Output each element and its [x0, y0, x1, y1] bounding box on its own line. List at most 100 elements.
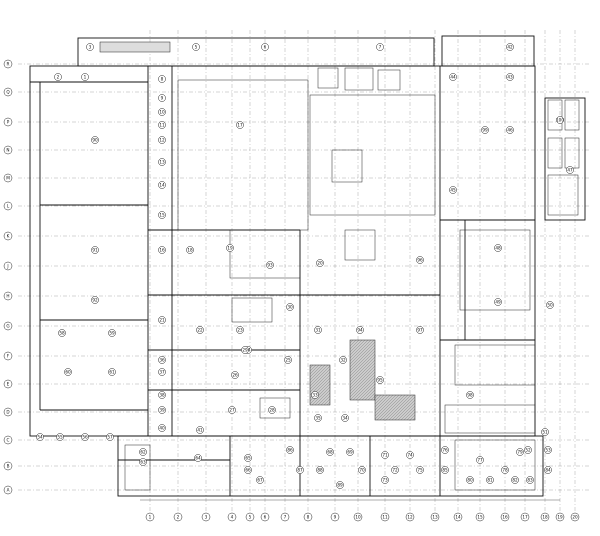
svg-text:31: 31	[315, 328, 321, 333]
room-number-marker: 100	[556, 116, 564, 124]
room-number-marker: 47	[566, 166, 574, 174]
room-number-marker: 5	[192, 43, 200, 51]
room-number-marker: 26	[231, 371, 239, 379]
svg-text:16: 16	[502, 515, 508, 520]
svg-text:54: 54	[37, 435, 43, 440]
svg-text:19: 19	[227, 246, 233, 251]
room-number-marker: 84	[544, 466, 552, 474]
svg-text:77: 77	[477, 458, 483, 463]
svg-text:64: 64	[195, 456, 201, 461]
svg-text:15: 15	[477, 515, 483, 520]
svg-text:G: G	[6, 324, 9, 329]
svg-text:75: 75	[417, 468, 423, 473]
grid-row-bubble: N	[3, 145, 13, 155]
grid-col-bubble: 15	[475, 512, 485, 522]
room-number-marker: 69	[346, 448, 354, 456]
svg-text:7: 7	[379, 45, 382, 50]
room-number-marker: 63	[139, 458, 147, 466]
room-number-marker: 49	[494, 298, 502, 306]
room-number-marker: 50	[546, 301, 554, 309]
room-number-marker: 70	[358, 466, 366, 474]
room-number-marker: 37	[158, 368, 166, 376]
svg-text:9: 9	[161, 96, 164, 101]
svg-text:86: 86	[287, 448, 293, 453]
room-number-marker: 56	[81, 433, 89, 441]
svg-text:44: 44	[450, 75, 456, 80]
room-number-marker: 11	[158, 121, 166, 129]
room-number-marker: 13	[158, 158, 166, 166]
room-number-marker: 23	[236, 326, 244, 334]
svg-text:17: 17	[237, 123, 243, 128]
svg-text:30: 30	[287, 305, 293, 310]
svg-text:36: 36	[159, 358, 165, 363]
room-number-marker: 62	[139, 448, 147, 456]
room-number-marker: 55	[56, 433, 64, 441]
room-number-marker: 59	[108, 329, 116, 337]
svg-text:56: 56	[82, 435, 88, 440]
svg-text:6: 6	[264, 45, 267, 50]
room-number-marker: 34	[341, 414, 349, 422]
room-number-marker: 91	[91, 246, 99, 254]
svg-text:55: 55	[57, 435, 63, 440]
svg-text:3: 3	[89, 45, 92, 50]
grid-row-bubble: B	[3, 461, 13, 471]
room-number-marker: 48	[494, 244, 502, 252]
room-number-marker: 18	[186, 246, 194, 254]
grid-col-bubble: 19	[555, 512, 565, 522]
room-number-marker: 93	[266, 261, 274, 269]
svg-text:L: L	[7, 204, 10, 209]
room-number-marker: 3	[86, 43, 94, 51]
svg-text:87: 87	[297, 468, 303, 473]
room-number-marker: 94	[356, 326, 364, 334]
svg-text:58: 58	[59, 331, 65, 336]
room-number-marker: 6	[261, 43, 269, 51]
room-number-marker: 53	[544, 446, 552, 454]
room-number-marker: 76	[441, 446, 449, 454]
room-number-marker: 86	[286, 446, 294, 454]
svg-text:61: 61	[109, 370, 115, 375]
grid-row-bubble: E	[3, 379, 13, 389]
svg-text:10: 10	[355, 515, 361, 520]
room-number-marker: 97	[416, 326, 424, 334]
room-number-marker: 54	[36, 433, 44, 441]
room-number-marker: 75	[416, 466, 424, 474]
grid-col-bubble: 6	[260, 512, 270, 522]
svg-text:99: 99	[482, 128, 488, 133]
svg-text:5: 5	[195, 45, 198, 50]
room-number-marker: 2	[54, 73, 62, 81]
room-number-marker: 36	[158, 356, 166, 364]
room-number-marker: 19	[226, 244, 234, 252]
svg-text:82: 82	[512, 478, 518, 483]
svg-text:74: 74	[407, 453, 413, 458]
room-number-marker: 65	[244, 454, 252, 462]
room-number-marker: 27	[228, 406, 236, 414]
room-number-marker: 9	[158, 94, 166, 102]
svg-text:68: 68	[327, 450, 333, 455]
room-number-marker: 89	[336, 481, 344, 489]
grid-col-bubble: 17	[520, 512, 530, 522]
grid-row-bubble: K	[3, 231, 13, 241]
svg-text:39: 39	[159, 408, 165, 413]
svg-text:93: 93	[267, 263, 273, 268]
room-number-marker: 39	[158, 406, 166, 414]
room-number-marker: 45	[449, 186, 457, 194]
grid-col-bubble: 18	[540, 512, 550, 522]
room-number-marker: 15	[158, 211, 166, 219]
svg-text:18: 18	[187, 248, 193, 253]
room-number-marker: 35	[314, 414, 322, 422]
svg-text:92: 92	[92, 298, 98, 303]
grid-col-bubble: 16	[500, 512, 510, 522]
room-number-marker: 96	[416, 256, 424, 264]
room-number-marker: 33	[311, 391, 319, 399]
room-number-marker: 72	[391, 466, 399, 474]
room-number-marker: 81	[486, 476, 494, 484]
svg-text:43: 43	[507, 75, 513, 80]
room-number-marker: 1	[81, 73, 89, 81]
room-number-marker: 64	[194, 454, 202, 462]
room-number-marker: 74	[406, 451, 414, 459]
svg-text:83: 83	[527, 478, 533, 483]
svg-text:Q: Q	[6, 90, 10, 95]
svg-text:80: 80	[467, 478, 473, 483]
